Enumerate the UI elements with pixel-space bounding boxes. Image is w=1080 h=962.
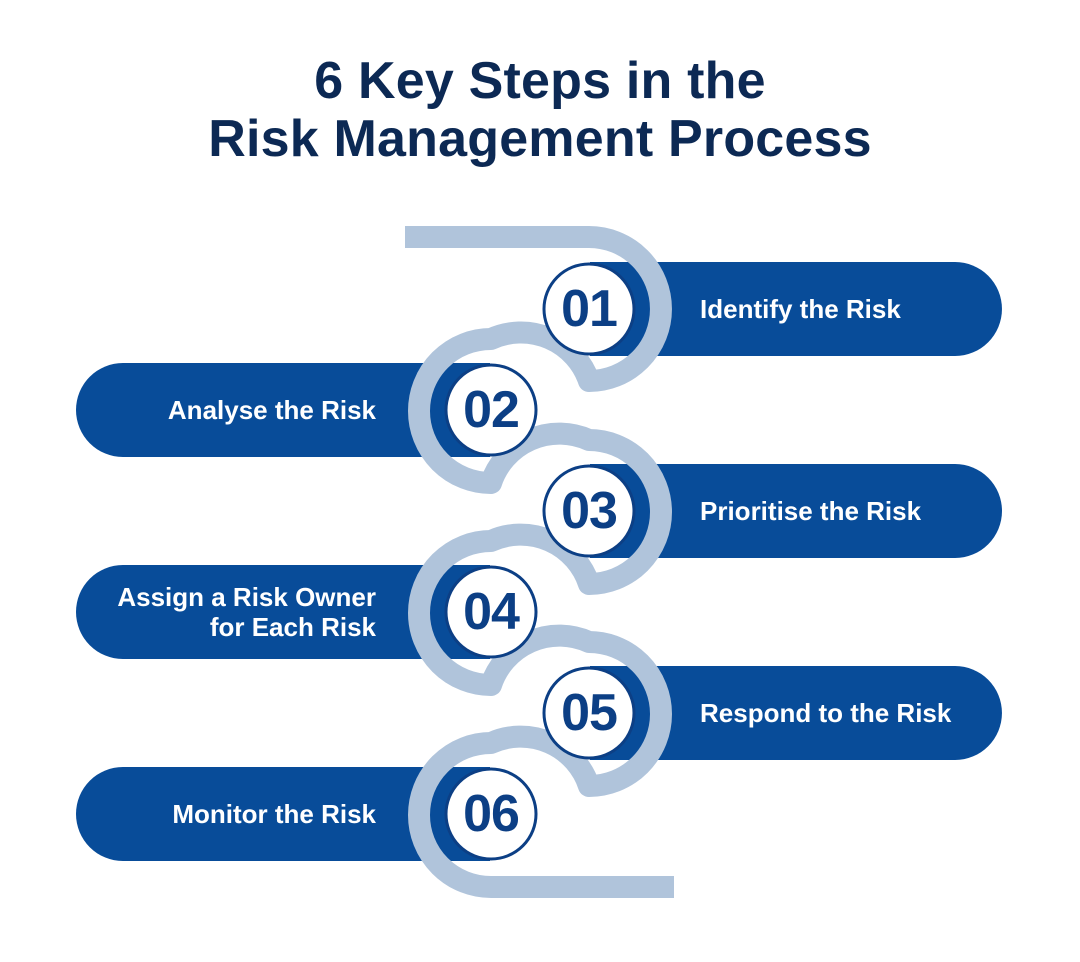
step-01-label: Identify the Risk xyxy=(700,294,901,324)
step-03-pill xyxy=(590,464,1002,558)
step-02-pill xyxy=(76,363,490,457)
step-05-number: 05 xyxy=(561,684,618,742)
step-03-circle xyxy=(542,464,636,558)
step-04-label: Assign a Risk Owner for Each Risk xyxy=(117,582,376,642)
step-01-circle xyxy=(542,262,636,356)
step-pills xyxy=(76,262,1002,861)
step-05-pill xyxy=(590,666,1002,760)
step-06-number: 06 xyxy=(463,785,520,843)
step-06-circle xyxy=(444,767,538,861)
step-01-pill xyxy=(590,262,1002,356)
connector-path xyxy=(405,226,674,898)
step-04-pill xyxy=(76,565,490,659)
step-05-circle xyxy=(542,666,636,760)
step-04-circle xyxy=(444,565,538,659)
step-01-number: 01 xyxy=(561,280,618,338)
step-03-number: 03 xyxy=(561,482,618,540)
step-06-pill xyxy=(76,767,490,861)
step-04-number: 04 xyxy=(463,583,520,641)
step-02-number: 02 xyxy=(463,381,520,439)
title-line-1: 6 Key Steps in the xyxy=(314,52,766,110)
step-02-circle xyxy=(444,363,538,457)
step-05-label: Respond to the Risk xyxy=(700,698,952,728)
title-line-2: Risk Management Process xyxy=(208,110,872,168)
page-title: 6 Key Steps in the Risk Management Proce… xyxy=(0,52,1080,168)
step-03-label: Prioritise the Risk xyxy=(700,496,922,526)
step-06-label: Monitor the Risk xyxy=(172,799,376,829)
step-02-label: Analyse the Risk xyxy=(167,395,376,425)
step-circles xyxy=(444,262,636,861)
